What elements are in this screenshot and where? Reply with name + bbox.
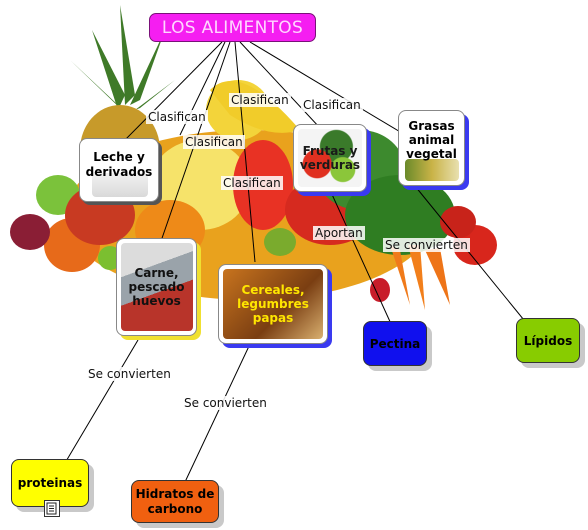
node-label-leche: Leche y derivados [85, 150, 153, 179]
concept-node-frutas[interactable]: Frutas y verduras [293, 124, 367, 192]
node-label-frutas: Frutas y verduras [299, 144, 361, 172]
cereals-image [223, 269, 323, 339]
document-icon[interactable] [44, 500, 60, 517]
fats-image [405, 159, 459, 181]
concept-node-leche[interactable]: Leche y derivados [79, 138, 159, 202]
node-label-carne: Carne, pescado huevos [128, 266, 185, 308]
dairy-image [92, 173, 148, 197]
node-label-grasas: Grasas animal vegetal [406, 119, 457, 161]
node-label-lipidos: Lípidos [523, 333, 573, 348]
concept-node-proteinas[interactable]: proteinas [11, 459, 89, 507]
node-label-proteinas: proteinas [17, 476, 83, 490]
link-label-clasifican-cereales: Clasifican [221, 176, 283, 190]
link-label-se-convierten-proteinas: Se convierten [86, 367, 173, 381]
fruits-image [298, 129, 362, 187]
link-label-aportan: Aportan [313, 226, 365, 240]
node-label-cereales: Cereales, legumbres papas [237, 283, 309, 325]
concept-node-lipidos[interactable]: Lípidos [516, 318, 580, 363]
link-label-se-convierten-lipidos: Se convierten [383, 238, 470, 252]
link-label-clasifican-leche: Clasifican [146, 110, 208, 124]
concept-node-pectina[interactable]: Pectina [363, 321, 427, 366]
link-label-se-convierten-hidratos: Se convierten [182, 396, 269, 410]
concept-node-los-alimentos[interactable]: LOS ALIMENTOS [149, 13, 316, 42]
link-label-clasifican-grasas: Clasifican [301, 98, 363, 112]
node-label-hidratos: Hidratos de carbono [135, 486, 215, 516]
concept-node-carne[interactable]: Carne, pescado huevos [116, 238, 197, 336]
meat-fish-image [121, 243, 193, 331]
document-icon-glyph [46, 502, 57, 515]
concept-node-hidratos[interactable]: Hidratos de carbono [131, 480, 219, 523]
title-text: LOS ALIMENTOS [161, 17, 304, 38]
concept-node-grasas[interactable]: Grasas animal vegetal [398, 110, 465, 186]
link-label-clasifican-carne: Clasifican [183, 135, 245, 149]
link-label-clasifican-frutas: Clasifican [229, 93, 291, 107]
node-label-pectina: Pectina [369, 336, 421, 351]
concept-node-cereales[interactable]: Cereales, legumbres papas [218, 264, 328, 344]
